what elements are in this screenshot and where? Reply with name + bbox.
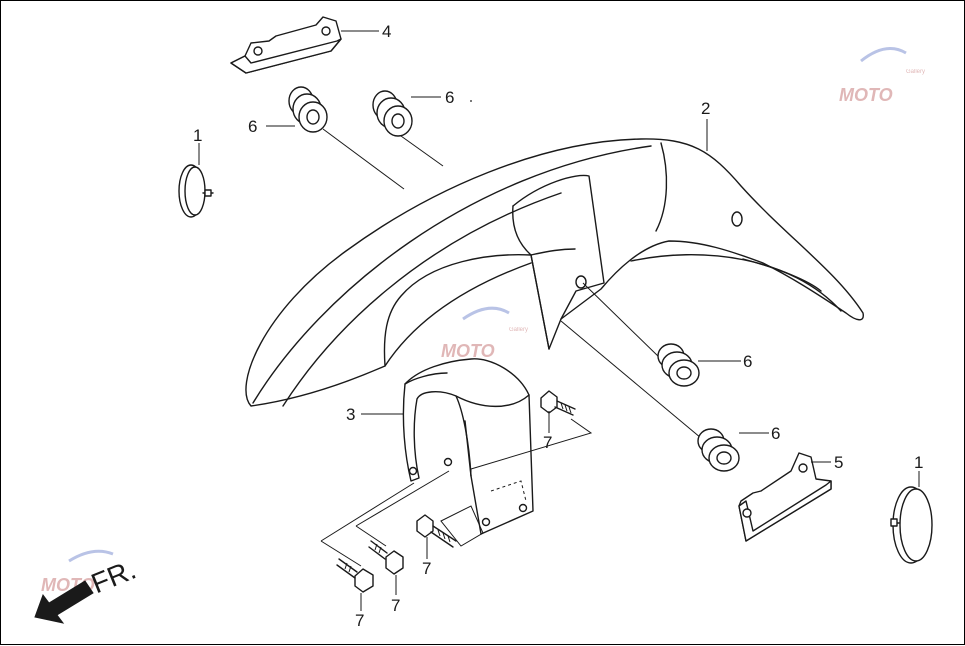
watermark-sub: Gallery	[906, 69, 925, 75]
watermark-brand: MOTO	[441, 341, 495, 361]
grommet	[372, 90, 413, 137]
front-arrow-icon	[34, 580, 94, 624]
grommet	[657, 343, 700, 387]
callout-grommet: 6	[445, 88, 454, 107]
bolt	[540, 390, 576, 416]
callout-leaders	[198, 30, 920, 611]
front-fender	[245, 138, 864, 407]
fork-brace	[402, 358, 534, 535]
bolt	[368, 540, 404, 575]
grommet	[697, 428, 740, 472]
callout-labels: 1 1 2 3 4 5 6 6 6 6 7 7 7 7	[193, 22, 923, 630]
bolt	[336, 558, 374, 593]
fender-mount-hole	[575, 275, 587, 289]
callout-front-fender: 2	[701, 99, 710, 118]
reflector-right	[890, 486, 933, 564]
bolt-assembly-lines	[320, 418, 593, 567]
bracket-top	[230, 16, 342, 74]
watermark-center: MOTO Gallery	[441, 306, 528, 361]
callout-bracket-top: 4	[382, 22, 391, 41]
fender-mount-hole	[731, 211, 743, 227]
reflector-left	[178, 164, 214, 218]
callout-bolt: 7	[422, 559, 431, 578]
bolt	[416, 514, 457, 548]
assembly-lines	[322, 128, 702, 439]
callout-grommet: 6	[248, 117, 257, 136]
watermark-sub: Gallery	[509, 327, 528, 333]
callout-reflector-left: 1	[193, 126, 202, 145]
callout-fork-brace: 3	[346, 405, 355, 424]
watermark-top-right: MOTO Gallery	[839, 47, 925, 105]
front-label: FR.	[87, 554, 140, 600]
grommet	[288, 86, 328, 133]
callout-grommet: 6	[771, 424, 780, 443]
bracket-right	[738, 452, 832, 542]
callout-grommet: 6	[743, 352, 752, 371]
watermark-brand: MOTO	[839, 85, 893, 105]
callout-bolt: 7	[543, 433, 552, 452]
callout-bracket-right: 5	[834, 453, 843, 472]
callout-bolt: 7	[391, 596, 400, 615]
callout-reflector-right: 1	[914, 453, 923, 472]
callout-bolt: 7	[355, 611, 364, 630]
